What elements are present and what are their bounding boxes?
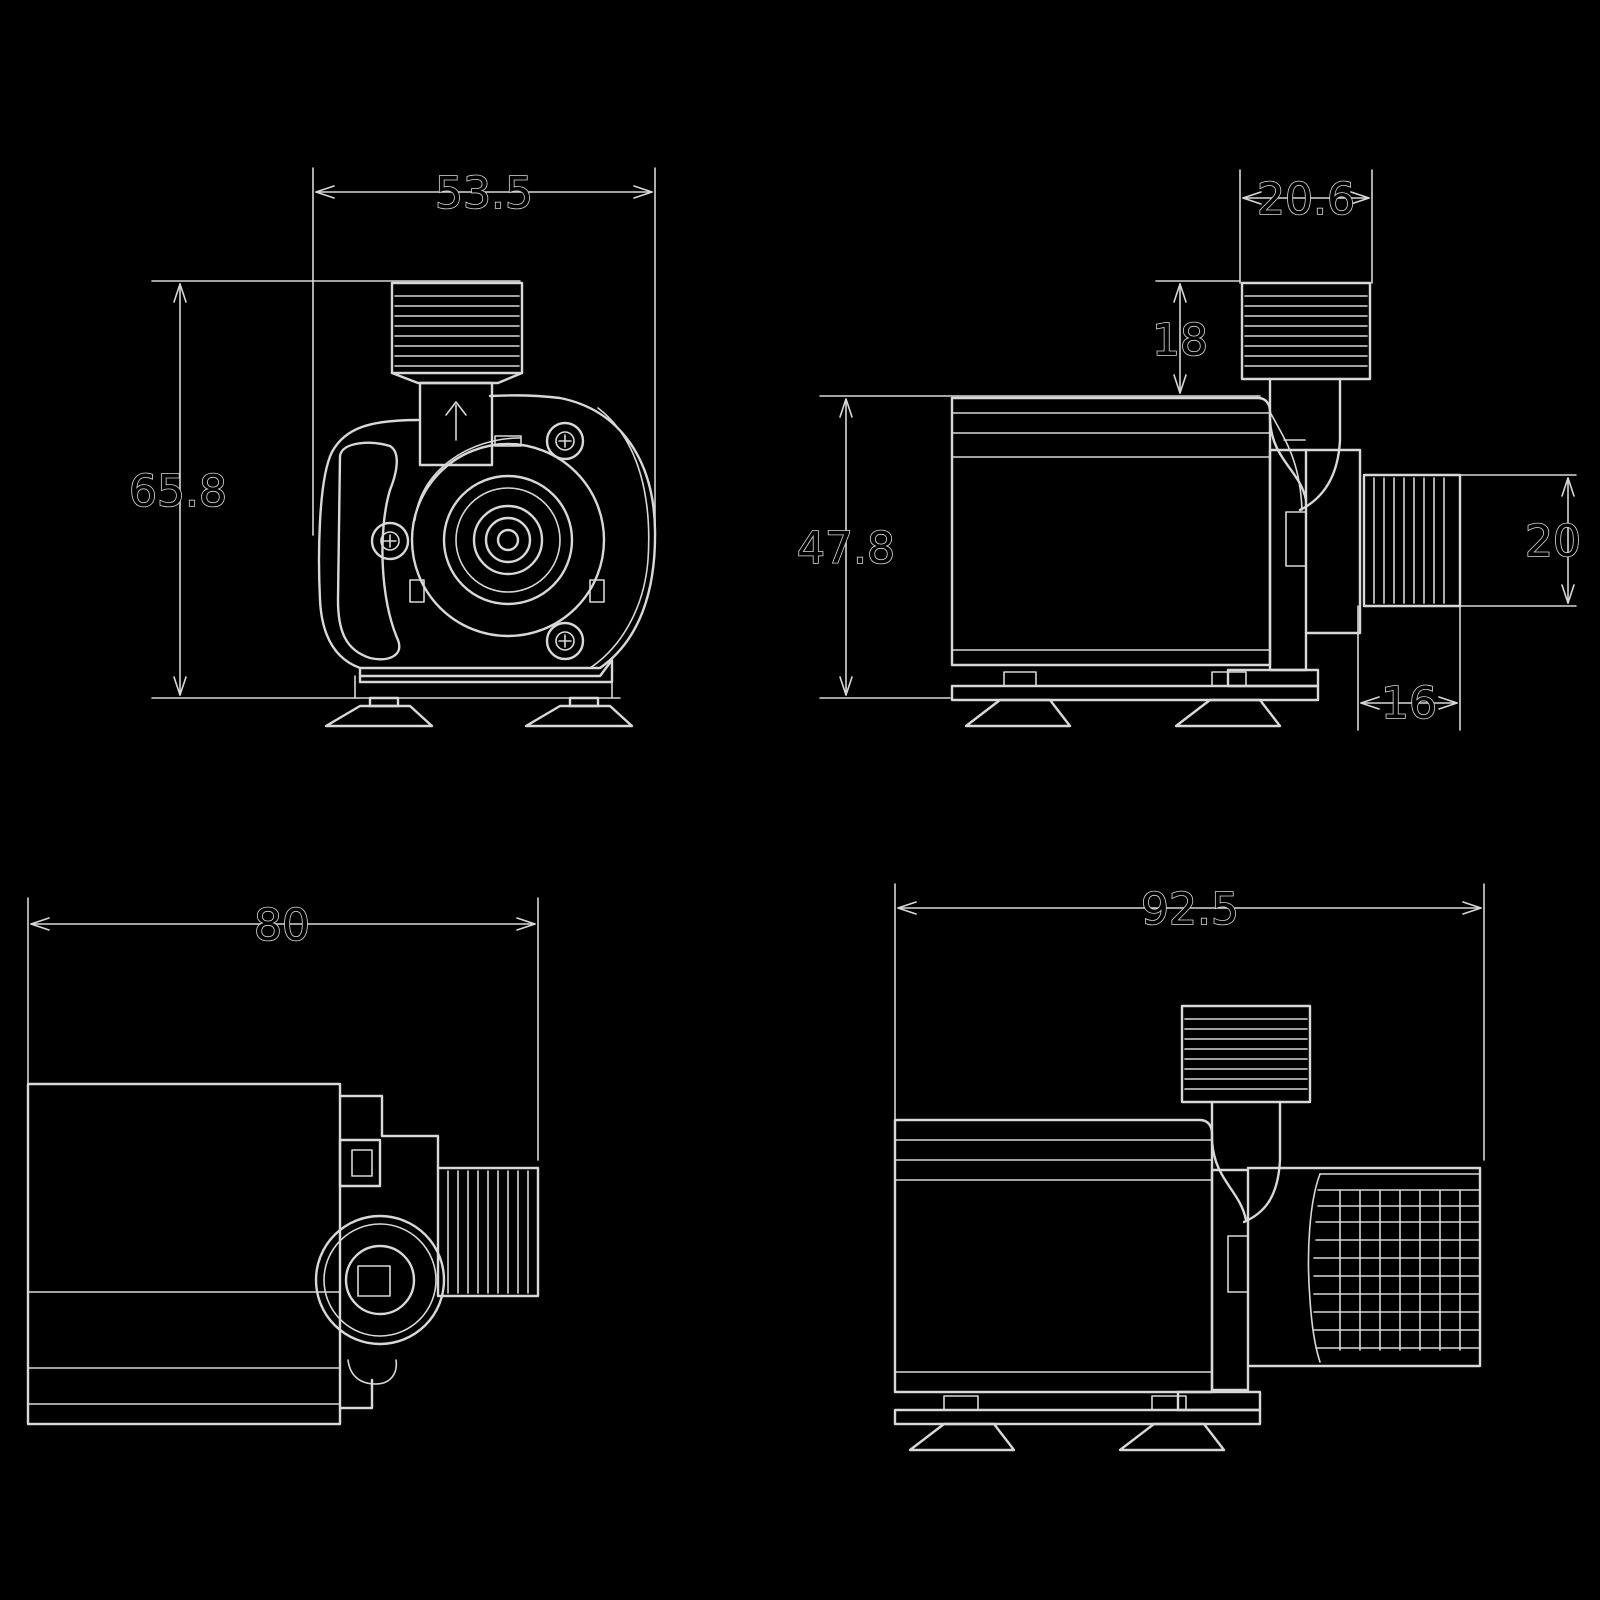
overall-length-dimension: 92.5 — [1141, 884, 1239, 935]
side-filter-view — [893, 883, 1485, 1452]
top-length-dimension: 80 — [254, 900, 310, 951]
side-view — [819, 169, 1577, 731]
front-width-dimension: 53.5 — [435, 168, 533, 219]
front-view — [151, 167, 657, 728]
outlet-width-dimension: 20.6 — [1257, 174, 1355, 225]
outlet-height-dimension: 18 — [1152, 315, 1208, 366]
body-height-dimension: 47.8 — [797, 523, 895, 574]
inlet-diameter-dimension: 20 — [1525, 516, 1581, 567]
front-height-dimension: 65.8 — [129, 466, 227, 517]
top-view — [26, 897, 540, 1426]
inlet-length-dimension: 16 — [1381, 678, 1437, 729]
